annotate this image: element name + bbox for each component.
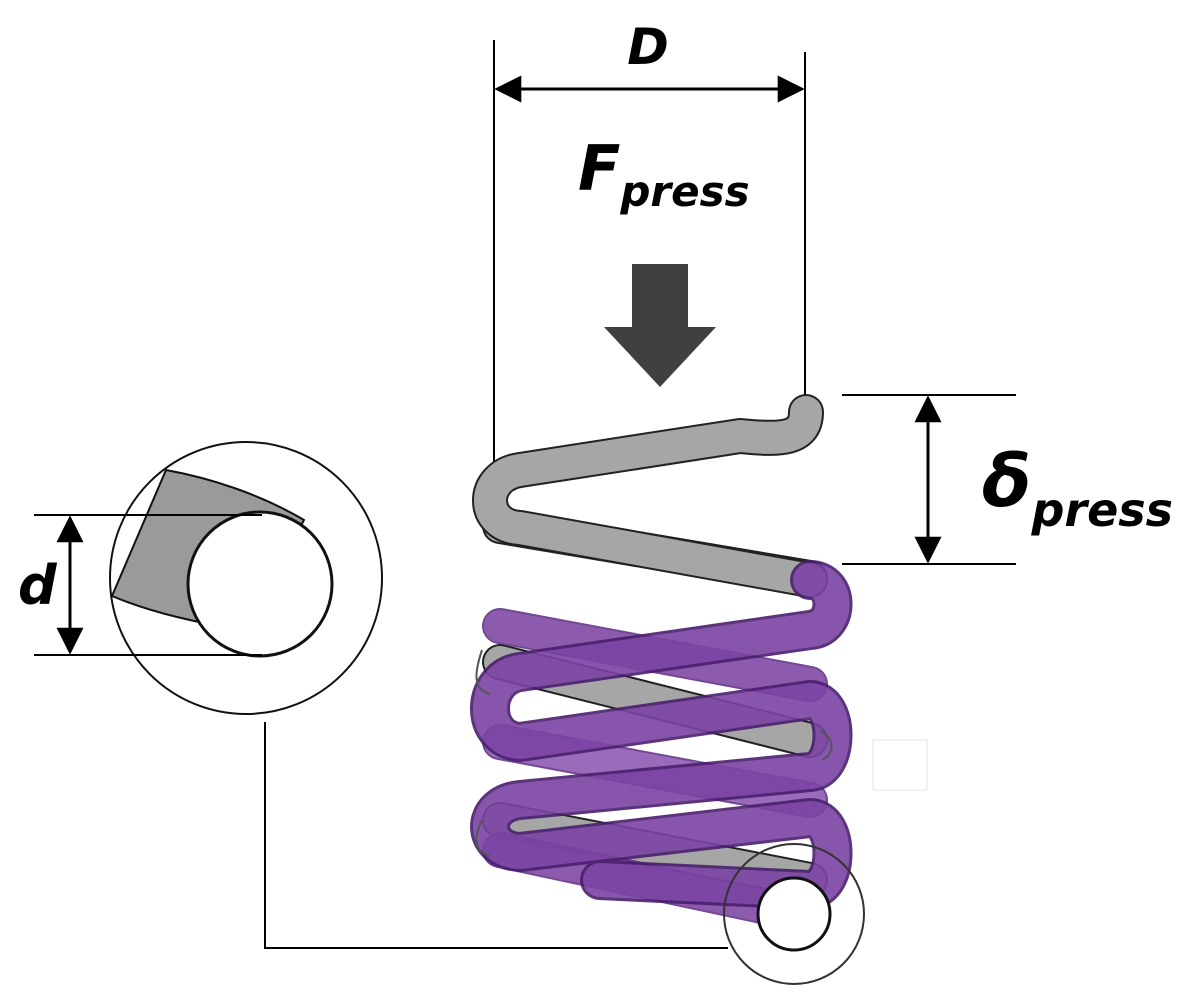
placeholder-box	[872, 739, 928, 791]
wire-diameter-label: d	[18, 554, 58, 617]
force-arrow	[604, 264, 716, 387]
wire-section-magnifier	[109, 441, 383, 715]
wire-end-callout	[723, 843, 865, 985]
svg-text:Fpress: Fpress	[578, 132, 750, 216]
outer-diameter-label: D	[627, 18, 669, 76]
outer-diameter-dimension: D	[493, 18, 806, 478]
spring-side-edges	[475, 649, 833, 857]
svg-text:δpress: δpress	[982, 439, 1173, 537]
deflection-subscript: press	[1030, 483, 1173, 537]
spring-unloaded-top	[472, 394, 828, 598]
wire-cross-section	[186, 510, 334, 658]
deflection-symbol: δ	[982, 439, 1031, 523]
force-symbol: F	[578, 132, 620, 205]
wire-end-section	[756, 876, 832, 952]
force-subscript: press	[619, 167, 749, 216]
wire-diameter-dimension: d	[18, 514, 262, 656]
callout-leader-line	[264, 722, 728, 949]
deflection-dimension: δpress	[842, 394, 1173, 565]
compression-spring	[470, 394, 853, 930]
force-label: Fpress	[578, 132, 750, 216]
